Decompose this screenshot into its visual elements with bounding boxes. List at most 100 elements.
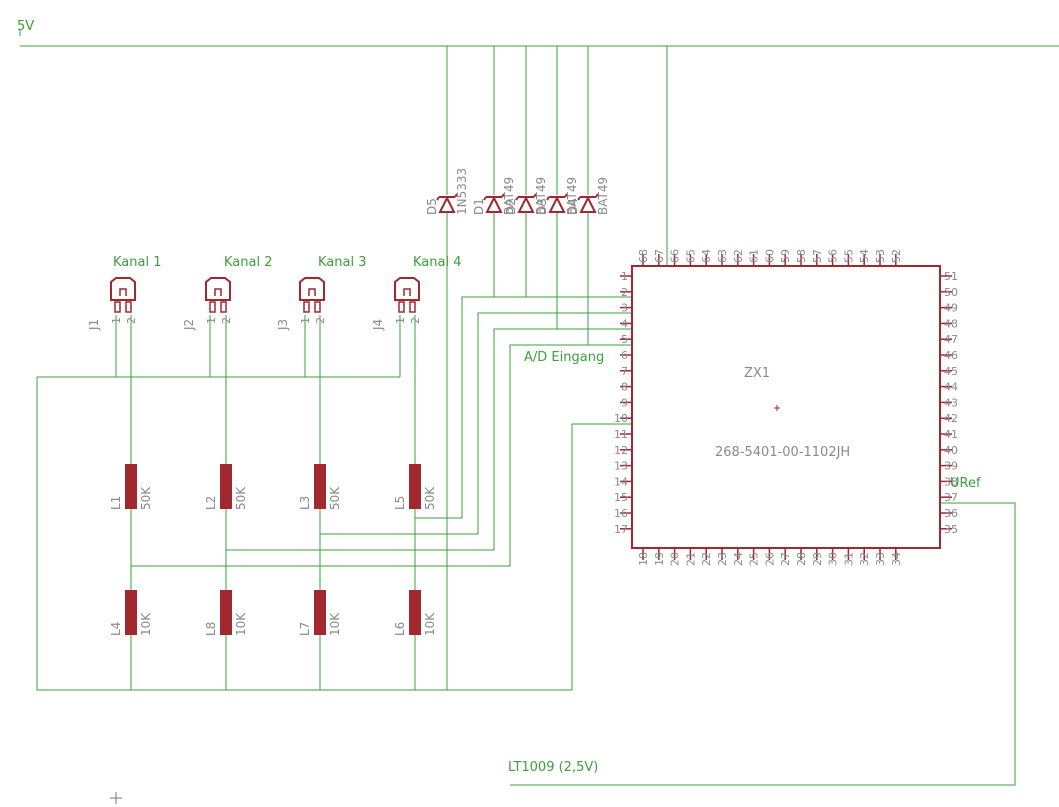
resistor-l5-name: L5 (393, 496, 407, 510)
connector-j3[interactable]: J3 1 2 (276, 277, 327, 331)
ic-pin-label-65: 65 (684, 249, 697, 263)
resistor-l4-name: L4 (109, 622, 123, 636)
diode-d3[interactable]: D3 BAT49 (535, 177, 579, 215)
connector-j3-pin1: 1 (299, 317, 312, 324)
ic-pin-label-24: 24 (732, 552, 745, 566)
diode-d5-name: D5 (425, 198, 439, 215)
resistor-l3-value: 50K (328, 486, 342, 510)
diodes: D5 1N5333 D1 BAT49 D2 BAT49 D3 BAT49 D4 … (425, 168, 610, 215)
ic-pin-label-22: 22 (700, 552, 713, 566)
diode-d5[interactable]: D5 1N5333 (425, 168, 469, 215)
wire-ch-l5-pin2 (415, 296, 494, 519)
resistor-l4[interactable]: L4 10K (109, 590, 153, 636)
net-label-kanal-1: Kanal 1 (113, 255, 161, 270)
connector-j4-pin2: 2 (409, 317, 422, 324)
ic-pin-label-57: 57 (811, 249, 824, 263)
ic-pin-label-53: 53 (874, 249, 887, 263)
resistor-l2[interactable]: L2 50K (204, 464, 248, 510)
ic-zx1[interactable]: ZX1 268-5401-00-1102JH 12345678910111213… (614, 249, 958, 566)
wire-ch-l3-pin3 (320, 312, 632, 535)
ic-zx1-body (631, 265, 941, 549)
ic-pin-label-38: 38 (944, 475, 958, 488)
ic-pin-label-17: 17 (614, 523, 628, 536)
connector-j3-pin2: 2 (314, 317, 327, 324)
resistor-l7-value: 10K (328, 612, 342, 636)
wire-ground-net (36, 377, 632, 691)
diode-d3-name: D3 (535, 198, 549, 215)
ic-pin-label-9: 9 (621, 396, 628, 409)
ic-pin-label-5: 5 (621, 333, 628, 346)
ic-pin-label-62: 62 (732, 249, 745, 263)
ic-pin-label-3: 3 (621, 302, 628, 315)
resistor-l7-name: L7 (298, 622, 312, 636)
resistor-l1-name: L1 (109, 496, 123, 510)
ic-pin-label-48: 48 (944, 317, 958, 330)
resistor-l3[interactable]: L3 50K (298, 464, 342, 510)
resistor-l2-name: L2 (204, 496, 218, 510)
connector-j4[interactable]: J4 1 2 (371, 277, 422, 331)
ic-pin-label-27: 27 (779, 552, 792, 566)
ic-pin-label-13: 13 (614, 460, 628, 473)
connector-j1[interactable]: J1 1 2 (87, 277, 138, 331)
resistor-l8-name: L8 (204, 622, 218, 636)
ic-pin-label-66: 66 (669, 249, 682, 263)
diode-d4[interactable]: D4 BAT49 (566, 177, 610, 215)
resistor-l8[interactable]: L8 10K (204, 590, 248, 636)
connector-j4-name: J4 (371, 319, 385, 331)
connector-j2-pin1: 1 (205, 317, 218, 324)
ic-pin-label-46: 46 (944, 349, 958, 362)
connector-j4-pin1: 1 (394, 317, 407, 324)
ic-pin-label-18: 18 (637, 552, 650, 566)
connector-j2-name: J2 (182, 319, 196, 331)
ic-pin-label-31: 31 (842, 552, 855, 566)
connector-j2[interactable]: J2 1 2 (182, 277, 233, 331)
ic-pin-label-63: 63 (716, 249, 729, 263)
net-label-kanal-2: Kanal 2 (224, 255, 272, 270)
connectors: J1 1 2 J2 1 2 J3 1 2 J4 1 (87, 277, 422, 331)
ic-pin-label-68: 68 (637, 249, 650, 263)
diode-d2-value: BAT49 (534, 177, 548, 215)
net-label-kanal-4: Kanal 4 (413, 255, 461, 270)
ic-pin-label-52: 52 (890, 249, 903, 263)
connector-j2-pin2: 2 (220, 317, 233, 324)
diode-d1[interactable]: D1 BAT49 (472, 177, 516, 215)
ic-pin-label-64: 64 (700, 249, 713, 263)
ic-pin-label-20: 20 (669, 552, 682, 566)
ic-pin-label-42: 42 (944, 412, 958, 425)
ic-pin-label-56: 56 (827, 249, 840, 263)
connector-j1-name: J1 (87, 319, 101, 331)
net-label-lt1009: LT1009 (2,5V) (508, 760, 598, 775)
resistor-l2-value: 50K (234, 486, 248, 510)
ic-pin-label-55: 55 (842, 249, 855, 263)
ic-pin-label-30: 30 (827, 552, 840, 566)
ic-pin-label-51: 51 (944, 270, 958, 283)
resistor-l6[interactable]: L6 10K (393, 590, 437, 636)
resistor-l5-value: 50K (423, 486, 437, 510)
origin-cross-icon (110, 792, 122, 804)
ic-zx1-value: 268-5401-00-1102JH (715, 445, 850, 460)
resistor-l1[interactable]: L1 50K (109, 464, 153, 510)
ic-pin-label-60: 60 (763, 249, 776, 263)
connector-j1-pin1: 1 (110, 317, 123, 324)
ic-pin-label-32: 32 (858, 552, 871, 566)
ic-pin-label-40: 40 (944, 444, 958, 457)
connector-j3-name: J3 (276, 319, 290, 331)
diode-d2[interactable]: D2 BAT49 (504, 177, 548, 215)
ic-pin-label-28: 28 (795, 552, 808, 566)
resistor-l6-name: L6 (393, 622, 407, 636)
ic-pin-label-34: 34 (890, 552, 903, 566)
resistor-l7[interactable]: L7 10K (298, 590, 342, 636)
resistor-l5[interactable]: L5 50K (393, 464, 437, 510)
diode-d1-value: BAT49 (502, 177, 516, 215)
diode-d3-value: BAT49 (565, 177, 579, 215)
ic-pin-label-47: 47 (944, 333, 958, 346)
ic-pin-label-16: 16 (614, 507, 628, 520)
ic-pin-label-7: 7 (621, 365, 628, 378)
ic-pin-label-2: 2 (621, 286, 628, 299)
diode-d4-name: D4 (566, 198, 580, 215)
resistor-l4-value: 10K (139, 612, 153, 636)
net-label-ad-eingang: A/D Eingang (524, 350, 604, 365)
ic-pin-label-29: 29 (811, 552, 824, 566)
ic-pin-label-8: 8 (621, 381, 628, 394)
